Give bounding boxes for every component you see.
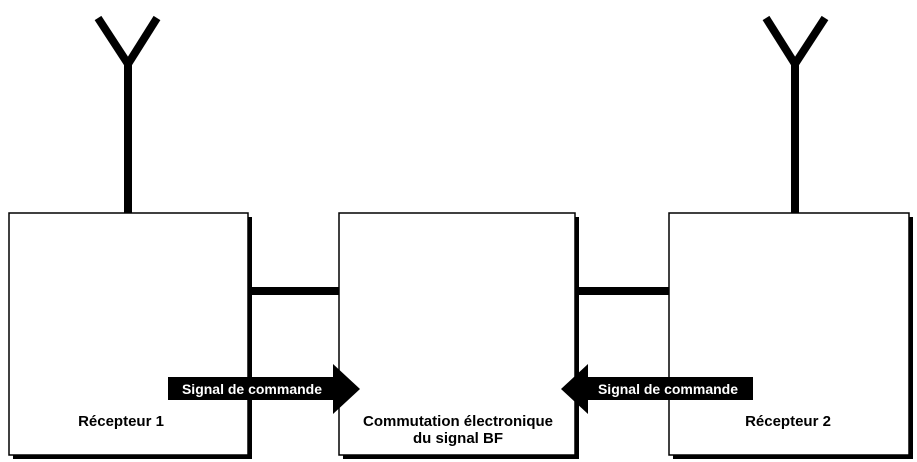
control-signal-left-label: Signal de commande	[182, 381, 322, 397]
antenna-2	[762, 15, 829, 214]
switch-label-line2: du signal BF	[413, 430, 503, 447]
switch-box	[338, 212, 579, 459]
antenna-1	[94, 15, 161, 214]
control-signal-arrow-left: Signal de commande	[168, 364, 360, 414]
receiver-2-label: Récepteur 2	[745, 413, 831, 430]
switch-label-line1: Commutation électronique	[363, 413, 553, 430]
receiver-1-box	[8, 212, 252, 459]
receiver-1-label: Récepteur 1	[78, 413, 164, 430]
control-signal-right-label: Signal de commande	[598, 381, 738, 397]
receiver-2-box	[668, 212, 913, 459]
control-signal-arrow-right: Signal de commande	[561, 364, 753, 414]
